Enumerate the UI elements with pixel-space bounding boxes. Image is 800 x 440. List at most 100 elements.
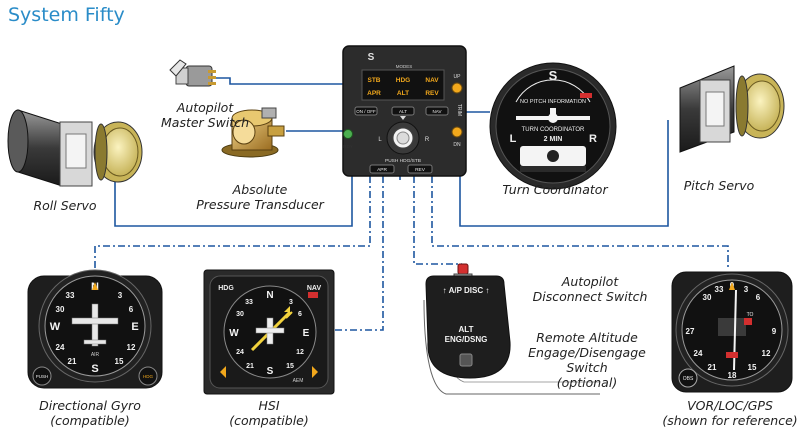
- label-turn-coordinator: Turn Coordinator: [502, 182, 608, 197]
- svg-text:12: 12: [762, 349, 771, 358]
- label-disconnect-switch: Autopilot Disconnect Switch: [532, 274, 648, 304]
- wire-roll-servo: [114, 176, 353, 227]
- programmer-bottom-buttons: APR REV: [369, 164, 433, 174]
- svg-text:R: R: [425, 137, 430, 143]
- svg-text:6: 6: [129, 305, 134, 314]
- svg-text:ENG/DSNG: ENG/DSNG: [445, 335, 488, 344]
- svg-text:21: 21: [68, 357, 77, 366]
- tc-airplane: [516, 108, 590, 123]
- dg-push-knob: PUSH: [36, 374, 49, 379]
- label-remote-altitude-switch: Remote Altitude Engage/Disengage Switch …: [528, 330, 646, 390]
- autopilot-master-switch: [169, 59, 216, 87]
- mode-hdg: HDG: [396, 77, 410, 84]
- svg-text:AIR: AIR: [91, 352, 100, 358]
- mode-nav: NAV: [425, 77, 439, 84]
- svg-text:27: 27: [686, 327, 695, 336]
- svg-text:3: 3: [744, 285, 749, 294]
- wire-hsi: [332, 176, 384, 331]
- label-hsi: HSI (compatible): [229, 398, 309, 428]
- svg-text:15: 15: [286, 363, 294, 370]
- pitch-servo: [679, 65, 785, 153]
- svg-text:TURN COORDINATOR: TURN COORDINATOR: [522, 127, 585, 133]
- ap-disc-label: ↑ A/P DISC ↑: [443, 286, 490, 295]
- mode-stb: STB: [368, 77, 381, 84]
- mode-rev: REV: [425, 90, 439, 97]
- trim-indicator: UP TRIM DN: [451, 74, 463, 148]
- svg-text:W: W: [50, 321, 61, 333]
- svg-text:30: 30: [703, 293, 712, 302]
- turn-coordinator: S NO PITCH INFORMATION TURN COORDINATOR …: [489, 62, 617, 190]
- svg-text:24: 24: [236, 349, 244, 356]
- svg-text:W: W: [229, 328, 239, 339]
- wire-pitch-servo: [459, 120, 669, 227]
- roll-servo: [7, 109, 143, 187]
- svg-text:ALT: ALT: [459, 325, 474, 334]
- mode-alt: ALT: [397, 90, 409, 97]
- svg-text:E: E: [131, 321, 138, 333]
- svg-text:RDY: RDY: [343, 144, 353, 149]
- svg-text:PUSH HDG/STB: PUSH HDG/STB: [385, 158, 421, 164]
- svg-text:L: L: [378, 137, 382, 143]
- label-roll-servo: Roll Servo: [33, 198, 97, 213]
- svg-text:NAV: NAV: [307, 285, 322, 292]
- svg-text:6: 6: [298, 311, 302, 318]
- svg-text:UP: UP: [454, 74, 462, 80]
- page-title: System Fifty: [8, 4, 125, 26]
- rev-button: REV: [415, 167, 426, 173]
- svg-text:15: 15: [115, 357, 124, 366]
- nav-button: NAV: [433, 109, 442, 114]
- dg-lubber: [92, 282, 98, 290]
- svg-text:18: 18: [728, 371, 737, 380]
- directional-gyro: N E S W 33 30 24 21 15 12 6 3 AIR PUSH H…: [27, 269, 163, 389]
- svg-text:TO: TO: [747, 312, 754, 318]
- programmer-logo: S: [368, 52, 375, 63]
- svg-text:12: 12: [296, 349, 304, 356]
- svg-text:3: 3: [289, 299, 293, 306]
- svg-text:TRIM: TRIM: [456, 104, 462, 116]
- svg-text:DN: DN: [453, 142, 461, 148]
- svg-text:R: R: [589, 133, 597, 145]
- svg-text:3: 3: [118, 291, 123, 300]
- dg-airplane: [71, 303, 119, 347]
- wire-master-switch: [214, 77, 343, 85]
- svg-text:N: N: [266, 290, 273, 301]
- svg-text:33: 33: [715, 285, 724, 294]
- svg-text:MODES: MODES: [396, 64, 413, 69]
- svg-text:15: 15: [748, 363, 757, 372]
- svg-text:33: 33: [66, 291, 75, 300]
- ready-light: RDY: [343, 129, 353, 149]
- svg-text:24: 24: [56, 343, 65, 352]
- svg-text:24: 24: [694, 349, 703, 358]
- svg-text:L: L: [510, 133, 517, 145]
- label-vor-loc-gps: VOR/LOC/GPS (shown for reference): [662, 398, 798, 428]
- wire-vor: [431, 176, 729, 270]
- label-pressure-transducer: Absolute Pressure Transducer: [196, 182, 324, 212]
- label-autopilot-master-switch: Autopilot Master Switch: [161, 100, 249, 130]
- vor-loc-gps: 30 33 0 3 6 9 12 15 18 21 24 27 TO OBS: [671, 271, 793, 393]
- disconnect-switch: ↑ A/P DISC ↑ ALT ENG/DSNG: [423, 263, 600, 395]
- pressure-transducer: [221, 107, 285, 158]
- svg-text:9: 9: [772, 327, 777, 336]
- wiring: [94, 77, 729, 331]
- svg-text:S: S: [91, 363, 98, 375]
- apr-button: APR: [377, 167, 387, 173]
- svg-text:21: 21: [708, 363, 717, 372]
- tc-logo: S: [549, 68, 558, 83]
- label-directional-gyro: Directional Gyro (compatible): [39, 398, 141, 428]
- svg-text:AEM: AEM: [293, 378, 304, 384]
- alt-button: ALT: [399, 109, 407, 114]
- dg-hdg-knob: HDG: [143, 374, 153, 379]
- label-pitch-servo: Pitch Servo: [683, 178, 755, 193]
- wire-altitude-switch: [413, 176, 462, 265]
- svg-text:21: 21: [246, 363, 254, 370]
- svg-text:2 MIN: 2 MIN: [544, 136, 563, 143]
- wire-directional-gyro: [94, 176, 371, 272]
- svg-text:33: 33: [245, 299, 253, 306]
- hsi: HDG NAV N E S W 33 30 24 21 15 12 6 3 AE…: [203, 269, 335, 395]
- vor-obs-knob: OBS: [683, 376, 694, 382]
- tc-flag: NO PITCH INFORMATION: [520, 99, 586, 105]
- mode-apr: APR: [367, 90, 381, 97]
- programmer-computer: S MODES STB HDG NAV APR ALT REV ON / OFF…: [342, 45, 467, 177]
- svg-text:30: 30: [56, 305, 65, 314]
